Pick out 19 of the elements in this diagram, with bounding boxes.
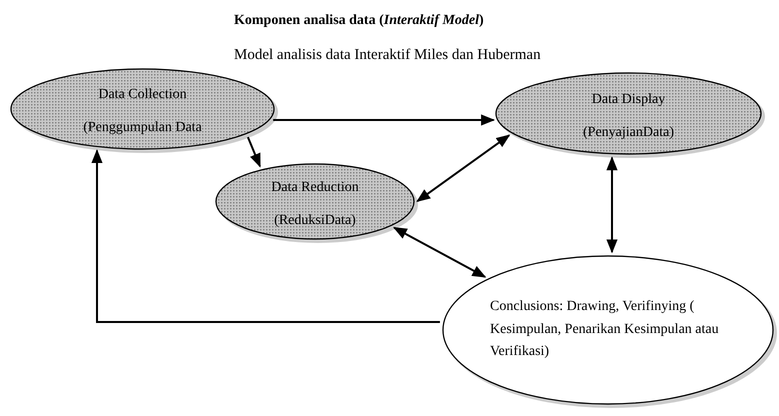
node-text: (ReduksiData) [274,212,356,230]
node-text: (PenyajianData) [583,124,674,142]
node-text: Data Collection [98,86,187,104]
subtitle: Model analisis data Interaktif Miles dan Huberman [234,46,541,65]
ellipse-node [215,163,415,240]
ellipse-node [442,255,774,405]
arrow [392,226,486,278]
title: Komponen analisa data (Interaktif Model) [234,12,484,30]
ellipse-node [495,72,762,155]
node-text: Conclusions: Drawing, Verifinying ( Kesimpulan, Penarikan Kesimpulan atau Verifikasi) [490,298,720,362]
arrow [606,156,618,254]
node-text: Data Display [592,90,666,108]
arrow [273,114,496,126]
arrow [91,149,440,323]
node-text: Data Reduction [271,178,359,196]
arrow [246,136,261,168]
ellipse-node [10,68,275,150]
arrow [416,134,510,202]
node-text: (Penggumpulan Data [83,119,202,137]
